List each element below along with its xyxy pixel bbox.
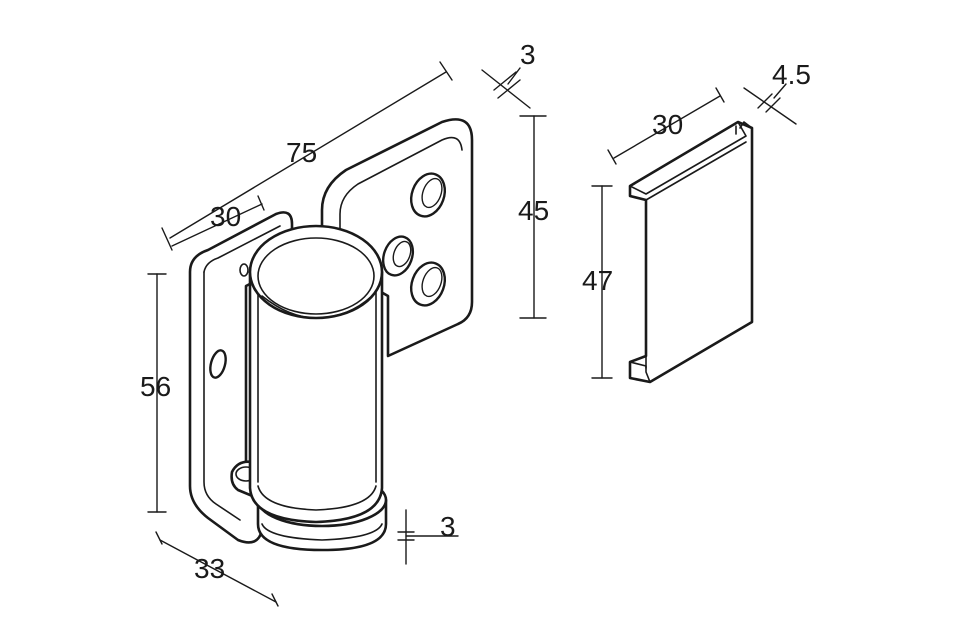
dim-label-washer-thickness: 3 bbox=[440, 511, 456, 542]
mounting-hole-top bbox=[409, 172, 447, 218]
mounting-hole-middle bbox=[381, 235, 415, 277]
hinge-barrel bbox=[248, 224, 384, 524]
dim-label-clip-thickness: 4.5 bbox=[772, 59, 811, 90]
bracket-slot bbox=[209, 349, 227, 379]
dim-label-body-height: 56 bbox=[140, 371, 171, 402]
dim-label-plate-height: 45 bbox=[518, 195, 549, 226]
clip-part bbox=[628, 120, 754, 384]
dim-label-plate-thickness: 3 bbox=[520, 39, 536, 70]
hinge-assembly bbox=[188, 118, 474, 552]
dim-label-flange-width: 30 bbox=[210, 201, 241, 232]
dimension-lines bbox=[147, 61, 797, 607]
dim-label-clip-width: 30 bbox=[652, 109, 683, 140]
mounting-hole-bottom bbox=[409, 261, 447, 307]
dim-label-clip-height: 47 bbox=[582, 265, 613, 296]
dim-label-body-depth: 33 bbox=[194, 553, 225, 584]
dimension-labels: 75 30 3 45 56 33 3 30 4.5 47 bbox=[140, 39, 811, 584]
mounting-plate bbox=[320, 118, 474, 358]
dim-label-overall-width: 75 bbox=[286, 137, 317, 168]
